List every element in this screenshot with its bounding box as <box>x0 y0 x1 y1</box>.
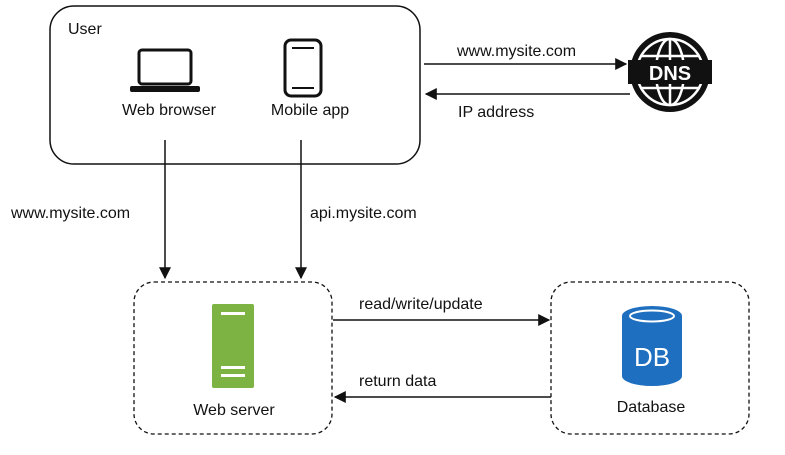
return-data-label: return data <box>359 373 437 390</box>
database-icon: DB <box>622 306 682 386</box>
web-server-label: Web server <box>193 402 275 419</box>
mobile-phone-icon <box>283 38 323 98</box>
read-write-label: read/write/update <box>359 296 483 313</box>
laptop-icon <box>130 48 200 92</box>
db-icon-text: DB <box>634 342 670 372</box>
mobile-app-label: Mobile app <box>270 102 350 119</box>
mobile-domain-label: api.mysite.com <box>310 205 417 222</box>
database-label: Database <box>616 399 686 416</box>
globe-icon: DNS <box>628 32 712 112</box>
browser-domain-label: www.mysite.com <box>11 205 131 222</box>
server-icon <box>212 304 254 388</box>
user-box <box>49 5 421 165</box>
dns-request-label: www.mysite.com <box>457 43 577 60</box>
user-title: User <box>68 21 102 38</box>
web-browser-label: Web browser <box>122 102 216 119</box>
dns-response-label: IP address <box>458 104 535 121</box>
dns-label: DNS <box>649 63 691 85</box>
